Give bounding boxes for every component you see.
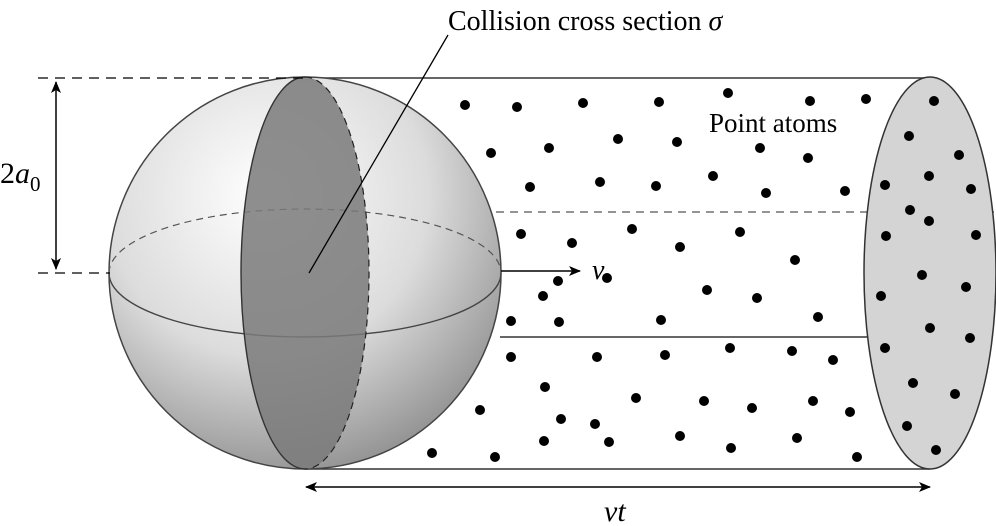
point-atom (475, 405, 485, 415)
point-atom (840, 186, 850, 196)
point-atom (460, 100, 470, 110)
cross-section-back-edge (304, 76, 370, 470)
cross-section-label: Collision cross section σ (448, 6, 724, 37)
point-atom (961, 282, 971, 292)
point-atom (905, 205, 915, 215)
point-atom (540, 382, 550, 392)
point-atom (735, 227, 745, 237)
point-atom (787, 346, 797, 356)
point-atom (908, 378, 918, 388)
point-atom (725, 343, 735, 353)
point-atom (880, 343, 890, 353)
cross-section-front-edge (240, 76, 306, 470)
point-atom (578, 98, 588, 108)
point-atom (538, 291, 548, 301)
point-atom (567, 238, 577, 248)
point-atom (553, 276, 563, 286)
point-atom (512, 102, 522, 112)
point-atom (803, 153, 813, 163)
point-atom (592, 352, 602, 362)
point-atom (506, 352, 516, 362)
point-atoms-label: Point atoms (709, 108, 837, 138)
point-atom (808, 396, 818, 406)
point-atom (672, 137, 682, 147)
point-atom (924, 216, 934, 226)
collision-cross-section-disc (241, 77, 369, 469)
point-atom (556, 414, 566, 424)
point-atom (954, 150, 964, 160)
point-atom (660, 350, 670, 360)
point-atom (427, 448, 437, 458)
point-atom (486, 148, 496, 158)
point-atom (880, 180, 890, 190)
point-atom (747, 403, 757, 413)
point-atom (525, 182, 535, 192)
point-atom (792, 433, 802, 443)
point-atom (790, 255, 800, 265)
point-atom (699, 396, 709, 406)
diameter-label: 2a0 (0, 157, 41, 196)
point-atom (845, 407, 855, 417)
point-atom (627, 224, 637, 234)
point-atom (490, 452, 500, 462)
point-atom (613, 134, 623, 144)
point-atom (654, 97, 664, 107)
point-atom (602, 273, 612, 283)
point-atom (925, 323, 935, 333)
point-atom (876, 291, 886, 301)
point-atom (675, 431, 685, 441)
point-atom (931, 445, 941, 455)
point-atom (971, 230, 981, 240)
point-atom (813, 312, 823, 322)
point-atom (924, 171, 934, 181)
point-atom (929, 96, 939, 106)
point-atom (904, 131, 914, 141)
point-atom (723, 88, 733, 98)
point-atom (726, 443, 736, 453)
point-atom (539, 436, 549, 446)
point-atom (828, 355, 838, 365)
point-atom (656, 315, 666, 325)
point-atom (708, 171, 718, 181)
path-length-label: vt (604, 495, 626, 526)
point-atom (966, 184, 976, 194)
point-atom (506, 316, 516, 326)
point-atom (752, 293, 762, 303)
cylinder-end-cap (863, 76, 996, 470)
point-atom (965, 333, 975, 343)
point-atom (881, 231, 891, 241)
point-atom (544, 143, 554, 153)
point-atom (755, 143, 765, 153)
point-atom (917, 270, 927, 280)
point-atom (861, 94, 871, 104)
point-atoms (427, 88, 871, 462)
velocity-label: v (592, 255, 605, 286)
point-atom (761, 188, 771, 198)
point-atom (702, 285, 712, 295)
point-atom (805, 96, 815, 106)
point-atom (516, 229, 526, 239)
end-cap-atoms (876, 96, 981, 455)
point-atom (950, 389, 960, 399)
point-atom (675, 242, 685, 252)
point-atom (852, 452, 862, 462)
point-atom (595, 177, 605, 187)
point-atom (604, 437, 614, 447)
point-atom (590, 419, 600, 429)
point-atom (651, 181, 661, 191)
point-atom (554, 317, 564, 327)
point-atom (631, 393, 641, 403)
point-atom (902, 421, 912, 431)
cross-section-leader-line (308, 34, 449, 274)
